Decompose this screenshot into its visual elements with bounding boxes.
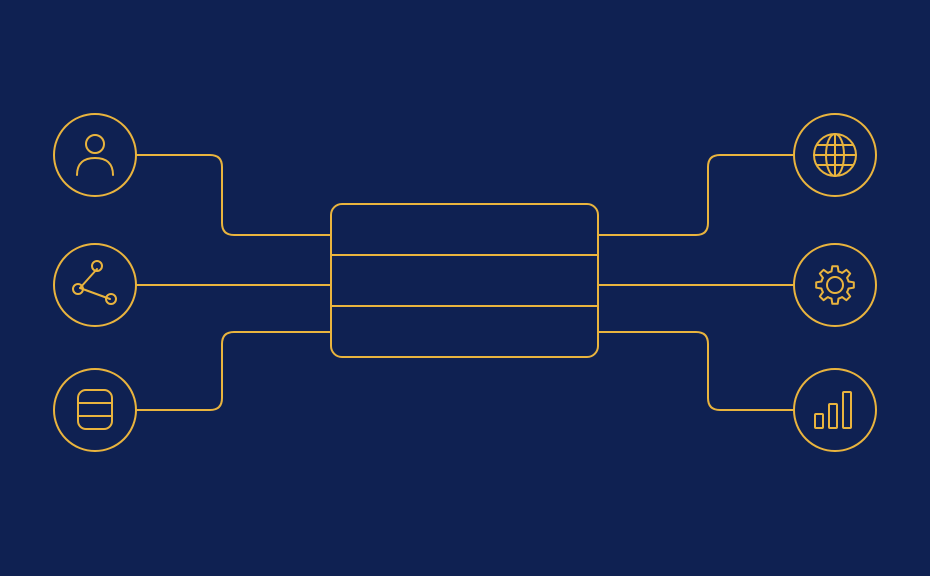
database-node-circle (53, 368, 137, 452)
settings-node-circle (793, 243, 877, 327)
gear-icon (815, 265, 855, 305)
user-icon (76, 134, 114, 176)
settings-node (793, 243, 877, 327)
share-node (53, 243, 137, 327)
analytics-connector (598, 331, 794, 411)
share-node-circle (53, 243, 137, 327)
user-connector (136, 154, 331, 236)
globe-connector (598, 154, 794, 236)
database-node (53, 368, 137, 452)
user-node (53, 113, 137, 197)
database-icon (77, 389, 113, 430)
share-icon (72, 260, 117, 305)
analytics-node-circle (793, 368, 877, 452)
connectors (136, 154, 794, 411)
globe-icon (813, 133, 857, 177)
globe-node (793, 113, 877, 197)
globe-node-circle (793, 113, 877, 197)
database-connector (136, 331, 331, 411)
user-node-circle (53, 113, 137, 197)
hub-outline (330, 203, 599, 358)
analytics-node (793, 368, 877, 452)
bar-chart-icon (814, 391, 852, 429)
central-hub (330, 203, 599, 358)
